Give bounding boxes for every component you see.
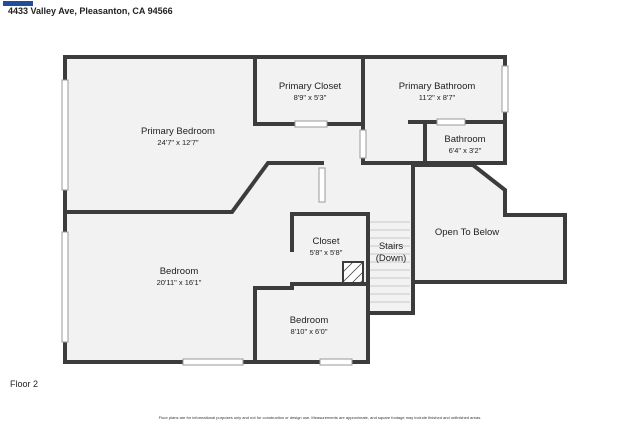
dims-bedroom-small: 8'10" x 6'0"	[291, 327, 328, 336]
window-bedroom-bottom	[182, 358, 244, 366]
brand-logo	[3, 1, 33, 6]
window-primary-bedroom	[61, 79, 69, 191]
door-primary-bath	[359, 129, 367, 159]
label-primary-bathroom: Primary Bathroom	[399, 81, 476, 92]
dims-primary-bedroom: 24'7" x 12'7"	[157, 138, 198, 147]
property-address: 4433 Valley Ave, Pleasanton, CA 94566	[8, 6, 173, 16]
dims-bedroom-large: 20'11" x 16'1"	[157, 278, 202, 287]
dims-primary-closet: 8'9" x 5'3"	[294, 93, 327, 102]
label-bedroom-large: Bedroom	[160, 266, 199, 277]
label-bedroom-small: Bedroom	[290, 315, 329, 326]
door-bathroom	[436, 118, 466, 126]
label-open-to-below: Open To Below	[435, 227, 499, 238]
label-bathroom: Bathroom	[444, 134, 485, 145]
dims-primary-bathroom: 11'2" x 8'7"	[419, 93, 456, 102]
label-stairs-down: (Down)	[376, 253, 407, 264]
disclaimer-text: Floor plans are for informational purpos…	[158, 415, 482, 420]
label-stairs: Stairs	[379, 241, 404, 252]
door-primary-closet	[294, 120, 328, 128]
windows	[61, 65, 509, 366]
window-small-bedroom	[319, 358, 353, 366]
label-primary-bedroom: Primary Bedroom	[141, 126, 215, 137]
opening-hall	[318, 167, 326, 203]
dims-bathroom: 6'4" x 3'2"	[449, 146, 482, 155]
window-primary-bathroom	[501, 65, 509, 113]
label-primary-closet: Primary Closet	[279, 81, 342, 92]
label-closet: Closet	[313, 236, 340, 247]
floor-label: Floor 2	[10, 379, 39, 389]
dims-closet: 5'8" x 5'8"	[310, 248, 343, 257]
floor-open-to-below	[413, 165, 565, 282]
stairs-treads	[369, 221, 410, 303]
window-bedroom	[61, 231, 69, 343]
